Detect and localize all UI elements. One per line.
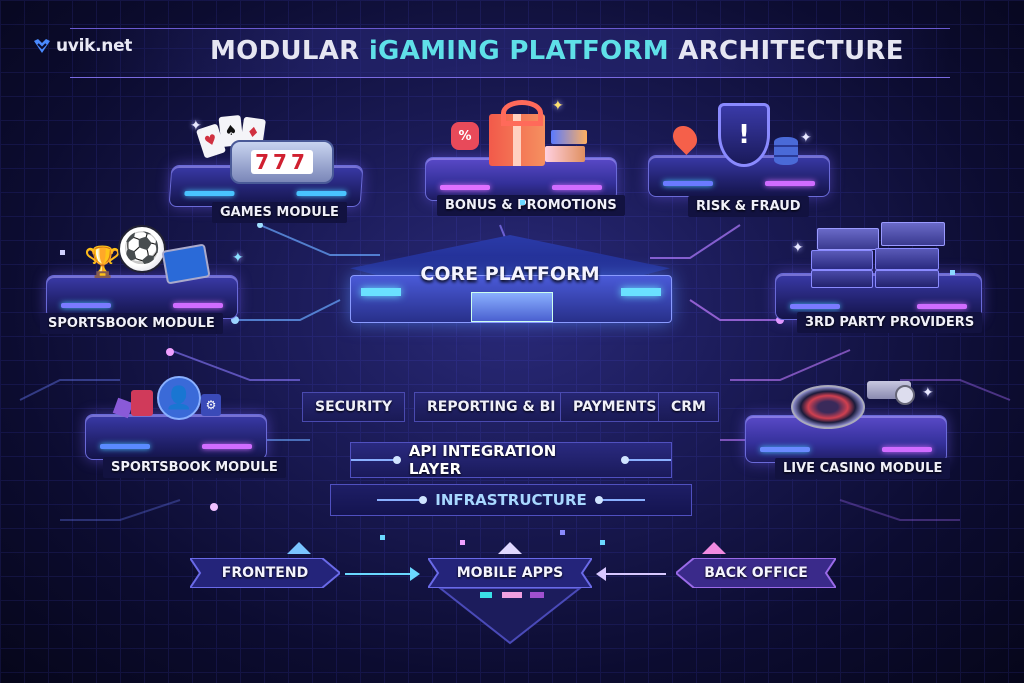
pixel-decor bbox=[600, 540, 605, 545]
service-security[interactable]: SECURITY bbox=[302, 392, 405, 422]
banner-shape bbox=[428, 558, 592, 588]
core-front-face bbox=[350, 275, 672, 323]
back-office-banner[interactable]: BACK OFFICE bbox=[676, 558, 836, 588]
sportsbook-bottom-platform bbox=[85, 414, 267, 460]
banner-shape bbox=[190, 558, 340, 588]
sparkle-icon: ✦ bbox=[190, 118, 202, 134]
frontend-banner[interactable]: FRONTEND bbox=[190, 558, 340, 588]
arrow-head-right bbox=[410, 567, 420, 581]
sparkle-icon: ✦ bbox=[552, 98, 564, 114]
pixel-decor bbox=[380, 535, 385, 540]
sparkle-icon: ✦ bbox=[792, 240, 804, 256]
title-highlight: iGAMING PLATFORM bbox=[368, 36, 669, 66]
gift-box-icon: % bbox=[445, 92, 605, 172]
infrastructure-label: INFRASTRUCTURE bbox=[435, 491, 587, 509]
sportsbook-module-bottom[interactable]: 👤 ⚙ SPORTSBOOK MODULE bbox=[75, 372, 286, 487]
sportsbook-top-label: SPORTSBOOK MODULE bbox=[40, 313, 223, 334]
live-casino-module[interactable]: LIVE CASINO MODULE bbox=[745, 375, 955, 490]
pixel-decor bbox=[950, 270, 955, 275]
connector-dot-right bbox=[621, 456, 671, 464]
api-integration-layer[interactable]: API INTEGRATION LAYER bbox=[350, 442, 672, 478]
mobile-apps-banner[interactable]: MOBILE APPS bbox=[428, 558, 592, 588]
risk-fraud-label: RISK & FRAUD bbox=[688, 196, 809, 217]
risk-fraud-module[interactable]: ! RISK & FRAUD bbox=[648, 95, 838, 220]
title-band bbox=[70, 28, 950, 78]
pixel-decor bbox=[560, 530, 565, 535]
back-office-up-arrow-icon bbox=[702, 542, 726, 554]
slot-digits: 777 bbox=[251, 150, 313, 174]
pixel-decor bbox=[460, 540, 465, 545]
service-payments[interactable]: PAYMENTS bbox=[560, 392, 670, 422]
arrow-head-left bbox=[596, 567, 606, 581]
games-module[interactable]: ♥ ♠ ♦ 777 GAMES MODULE bbox=[160, 110, 370, 230]
mobile-apps-label: MOBILE APPS bbox=[456, 565, 564, 581]
connector-dot-right bbox=[594, 496, 645, 504]
user-profile-icon: 👤 ⚙ bbox=[112, 372, 235, 432]
banner-shape bbox=[676, 558, 836, 588]
frontend-label: FRONTEND bbox=[221, 565, 309, 581]
pixel-decor bbox=[60, 250, 65, 255]
sportsbook-bottom-label: SPORTSBOOK MODULE bbox=[103, 457, 286, 478]
alert-mark: ! bbox=[738, 120, 750, 150]
slot-machine-cards-icon: ♥ ♠ ♦ 777 bbox=[190, 110, 340, 184]
mobile-up-arrow-icon bbox=[498, 542, 522, 554]
sportsbook-module-top[interactable]: 🏆 ⚽ SPORTSBOOK MODULE bbox=[40, 225, 250, 340]
bonus-promotions-label: BONUS & PROMOTIONS bbox=[437, 195, 625, 216]
shield-alert-icon: ! bbox=[668, 95, 808, 175]
connector-dot-left bbox=[351, 456, 401, 464]
mobile-apps-base bbox=[438, 588, 582, 645]
service-reporting-bi[interactable]: REPORTING & BI bbox=[414, 392, 569, 422]
bonus-promotions-module[interactable]: % BONUS & PROMOTIONS bbox=[405, 92, 635, 222]
core-platform-title: CORE PLATFORM bbox=[420, 263, 600, 285]
core-platform[interactable]: CORE PLATFORM bbox=[330, 235, 690, 345]
page-title: MODULAR iGAMING PLATFORM ARCHITECTURE bbox=[210, 36, 904, 66]
live-casino-label: LIVE CASINO MODULE bbox=[775, 458, 951, 479]
uvik-logo-icon bbox=[34, 39, 50, 53]
back-office-label: BACK OFFICE bbox=[704, 565, 808, 581]
frontend-up-arrow-icon bbox=[287, 542, 311, 554]
connector-dot-left bbox=[377, 496, 428, 504]
logo[interactable]: uvik.net bbox=[32, 36, 132, 56]
logo-text: uvik.net bbox=[56, 36, 133, 56]
trophy-soccer-ball-icon: 🏆 ⚽ bbox=[80, 225, 220, 290]
frontend-to-mobile-arrow-icon bbox=[345, 573, 415, 575]
third-party-providers-module[interactable]: 3RD PARTY PROVIDERS bbox=[775, 218, 1000, 343]
third-party-label: 3RD PARTY PROVIDERS bbox=[797, 312, 983, 333]
percent-badge: % bbox=[451, 122, 479, 150]
sportsbook-platform bbox=[46, 275, 238, 319]
roulette-camera-icon bbox=[785, 375, 925, 435]
games-module-label: GAMES MODULE bbox=[212, 202, 347, 223]
infrastructure-layer[interactable]: INFRASTRUCTURE bbox=[330, 484, 692, 516]
api-layer-label: API INTEGRATION LAYER bbox=[408, 442, 557, 478]
service-crm[interactable]: CRM bbox=[658, 392, 719, 422]
backoffice-to-mobile-arrow-icon bbox=[606, 573, 666, 575]
pixel-decor bbox=[520, 200, 525, 205]
sparkle-icon: ✦ bbox=[922, 385, 934, 401]
sparkle-icon: ✦ bbox=[800, 130, 812, 146]
server-stack-icon bbox=[805, 218, 955, 288]
sparkle-icon: ✦ bbox=[232, 250, 244, 266]
